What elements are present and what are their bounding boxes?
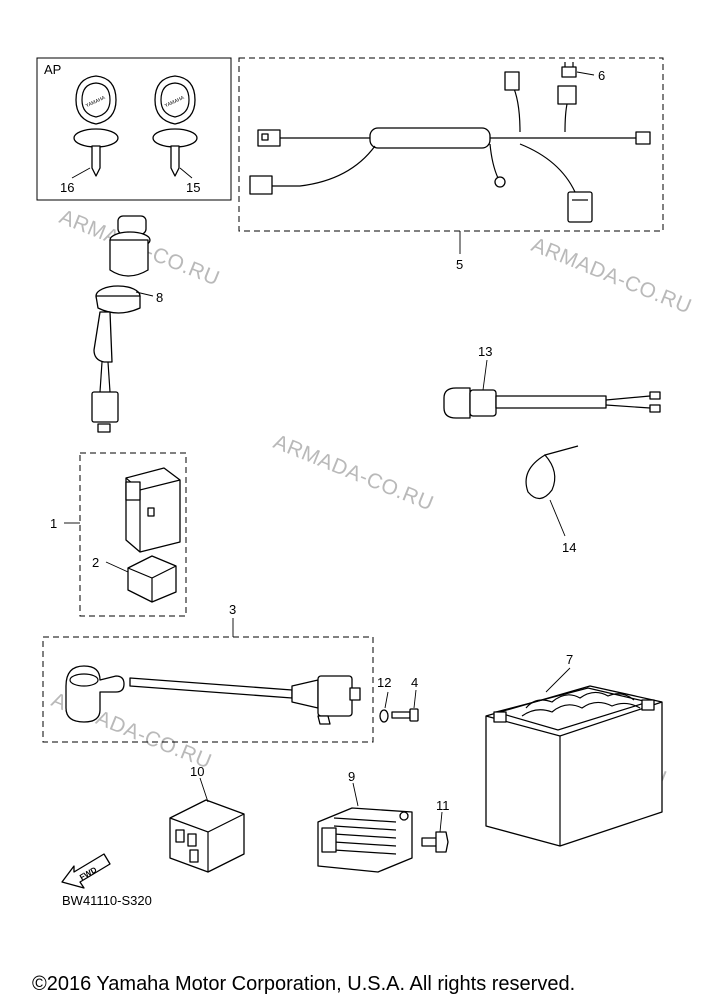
ignition-coil-3[interactable]	[65, 665, 361, 725]
callout-5: 5	[456, 257, 463, 272]
callout-15: 15	[186, 180, 200, 195]
callout-16: 16	[60, 180, 74, 195]
fwd-arrow: FWD	[61, 853, 111, 889]
callout-4: 4	[411, 675, 418, 690]
washer-12[interactable]	[379, 709, 389, 723]
bolt-4[interactable]	[391, 708, 419, 722]
wire-harness-group: 6 5	[238, 57, 664, 272]
bolt-11[interactable]	[421, 831, 449, 853]
callout-7: 7	[566, 652, 573, 667]
watermark-3: ARMADA-CO.RU	[270, 430, 437, 515]
callout-11: 11	[436, 798, 450, 813]
callout-6: 6	[598, 68, 605, 83]
copyright: ©2016 Yamaha Motor Corporation, U.S.A. A…	[32, 973, 575, 995]
callout-8: 8	[156, 290, 163, 305]
key-15[interactable]: YAMAHA	[152, 75, 198, 177]
callout-13: 13	[478, 344, 492, 359]
ap-label: AP	[44, 62, 61, 77]
diagram-code: BW41110-S320	[62, 893, 152, 908]
callout-1: 1	[50, 516, 57, 531]
cable-band-14[interactable]	[525, 445, 579, 500]
cdi-unit-1[interactable]	[125, 467, 181, 553]
main-switch-8[interactable]	[91, 215, 151, 433]
watermark-2: ARMADA-CO.RU	[528, 233, 695, 318]
ap-key-box: AP YAMAHA 16 YAMAHA 15	[36, 57, 232, 201]
callout-10: 10	[190, 764, 204, 779]
callout-14: 14	[562, 540, 576, 555]
fuse-6[interactable]	[561, 62, 577, 78]
battery-7[interactable]	[485, 685, 663, 847]
wire-harness[interactable]	[249, 71, 651, 223]
cdi-group: 1 2	[50, 452, 187, 617]
key-16[interactable]: YAMAHA	[73, 75, 119, 177]
rectifier-regulator-9[interactable]	[317, 807, 413, 873]
relay-10[interactable]	[169, 799, 245, 873]
callout-2: 2	[92, 555, 99, 570]
callout-12: 12	[377, 675, 391, 690]
sensor-13[interactable]	[443, 387, 661, 419]
relay-2[interactable]	[127, 555, 177, 603]
callout-9: 9	[348, 769, 355, 784]
ignition-coil-group: 3 12 4	[42, 602, 419, 743]
callout-3: 3	[229, 602, 236, 617]
